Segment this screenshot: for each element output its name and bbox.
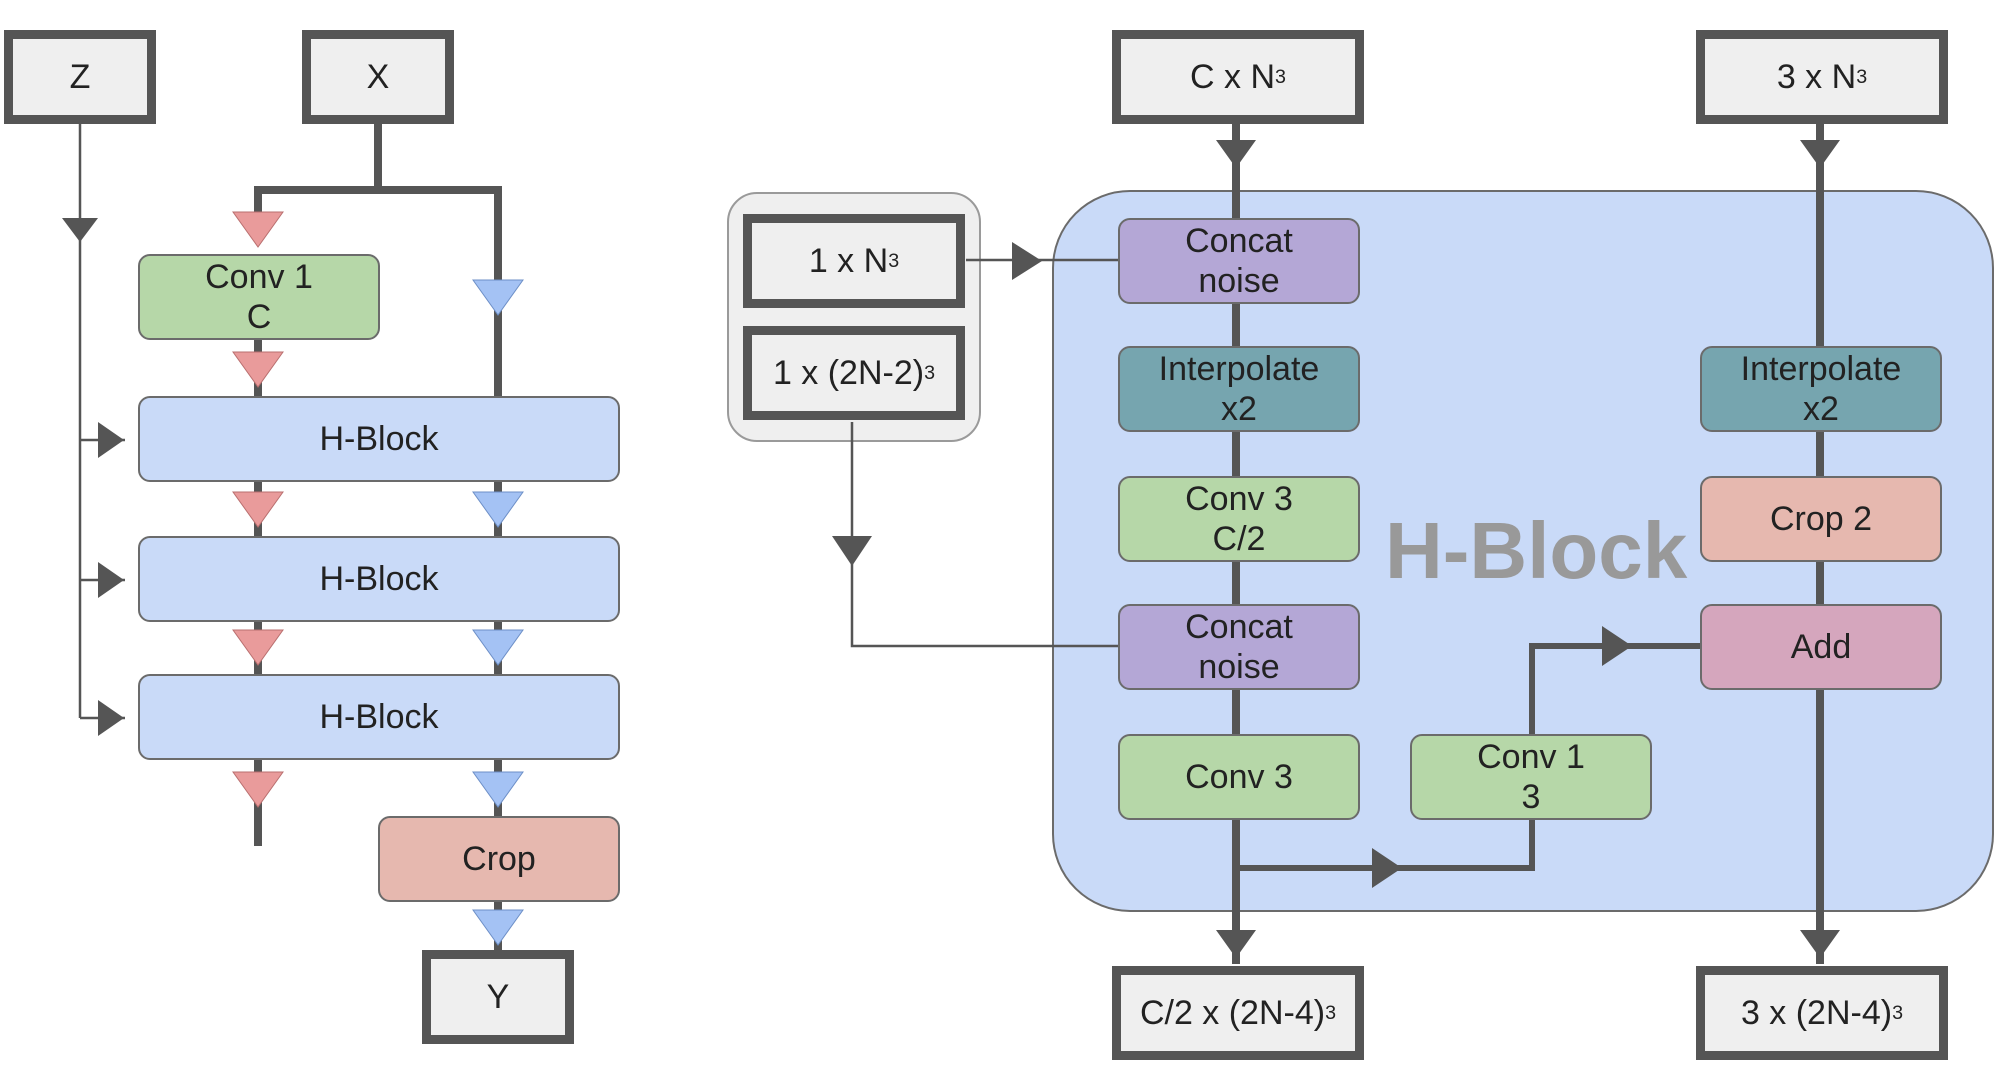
- concat-noise-1: Concat noise: [1118, 218, 1360, 304]
- noise-input-2: 1 x (2N-2)3: [743, 326, 965, 420]
- conv1-3-line2: 3: [1521, 778, 1541, 816]
- interpolate-x2-right-line1: Interpolate: [1740, 349, 1902, 388]
- interpolate-x2-right-line2: x2: [1803, 390, 1839, 428]
- concat-noise-1-line2: noise: [1198, 262, 1280, 300]
- input-z: Z: [4, 30, 156, 124]
- output-c2-2n4-label: C/2 x (2N-4): [1139, 993, 1326, 1032]
- hblock-1: H-Block: [138, 396, 620, 482]
- input-3-n3-label: 3 x N: [1776, 57, 1857, 96]
- conv1-c-line2: C: [246, 298, 272, 336]
- output-y: Y: [422, 950, 574, 1044]
- hblock-2: H-Block: [138, 536, 620, 622]
- noise-input-1-label: 1 x N: [808, 241, 889, 280]
- interpolate-x2-left: Interpolate x2: [1118, 346, 1360, 432]
- add-block: Add: [1700, 604, 1942, 690]
- noise-input-2-label: 1 x (2N-2): [772, 353, 925, 392]
- concat-noise-2: Concat noise: [1118, 604, 1360, 690]
- concat-noise-2-line2: noise: [1198, 648, 1280, 686]
- crop2-block: Crop 2: [1700, 476, 1942, 562]
- conv1-3-line1: Conv 1: [1477, 737, 1585, 776]
- conv3-c2-block: Conv 3 C/2: [1118, 476, 1360, 562]
- conv3-c2-line2: C/2: [1212, 520, 1266, 558]
- interpolate-x2-right: Interpolate x2: [1700, 346, 1942, 432]
- output-c2-2n4: C/2 x (2N-4)3: [1112, 966, 1364, 1060]
- input-c-n3-label: C x N: [1190, 57, 1276, 96]
- conv3-c2-line1: Conv 3: [1185, 479, 1293, 518]
- conv1-c-block: Conv 1 C: [138, 254, 380, 340]
- interpolate-x2-left-line1: Interpolate: [1158, 349, 1320, 388]
- hblock-3: H-Block: [138, 674, 620, 760]
- hblock-region-title: H-Block: [1385, 506, 1688, 595]
- conv1-c-line1: Conv 1: [205, 257, 313, 296]
- conv3-block: Conv 3: [1118, 734, 1360, 820]
- crop-block: Crop: [378, 816, 620, 902]
- output-3-2n4: 3 x (2N-4)3: [1696, 966, 1948, 1060]
- concat-noise-1-line1: Concat: [1185, 221, 1293, 260]
- input-x: X: [302, 30, 454, 124]
- concat-noise-2-line1: Concat: [1185, 607, 1293, 646]
- output-3-2n4-label: 3 x (2N-4): [1740, 993, 1893, 1032]
- interpolate-x2-left-line2: x2: [1221, 390, 1257, 428]
- conv1-3-block: Conv 1 3: [1410, 734, 1652, 820]
